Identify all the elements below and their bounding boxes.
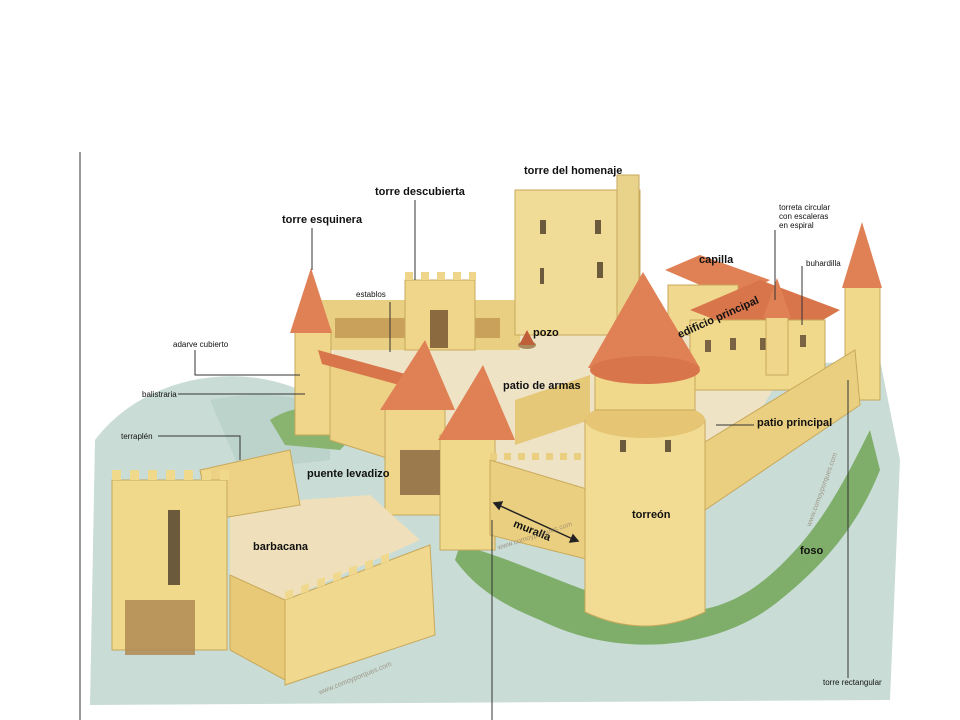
label-torre-descubierta: torre descubierta [375,186,465,198]
label-torreon: torreón [632,509,671,521]
label-torreta-line2: con escaleras [779,212,829,221]
barbican-floor [230,495,420,600]
label-torre-rectangular: torre rectangular [823,678,882,687]
label-puente-levadizo: puente levadizo [307,468,390,480]
covered-walk-roof [318,350,425,392]
grass-bank [455,430,880,645]
label-buhardilla: buhardilla [806,259,841,268]
big-tower-body [584,419,706,627]
label-torreta-line1: torreta circular [779,203,831,212]
label-patio-armas: patio de armas [503,380,581,392]
spiral-turret [765,314,789,376]
label-barbacana: barbacana [253,541,309,553]
label-balistraria: balistraria [142,390,177,399]
label-adarve-cubierto: adarve cubierto [173,340,229,349]
drawbridge [400,450,440,495]
label-torre-esquinera: torre esquinera [282,214,363,226]
gate-tower-right [439,434,496,551]
label-torreta-line3: en espiral [779,221,814,230]
label-pozo: pozo [533,327,559,339]
main-building [689,319,826,391]
corner-tower [294,329,332,436]
wall-arcade [515,375,590,445]
label-patio-principal: patio principal [757,417,833,429]
label-capilla: capilla [699,254,734,266]
big-tower-roof [588,272,700,368]
label-foso: foso [800,545,824,557]
barbican-bridge [125,600,195,655]
label-terraplen: terraplén [121,432,153,441]
label-establos: establos [356,290,386,299]
label-torre-homenaje: torre del homenaje [524,165,623,177]
